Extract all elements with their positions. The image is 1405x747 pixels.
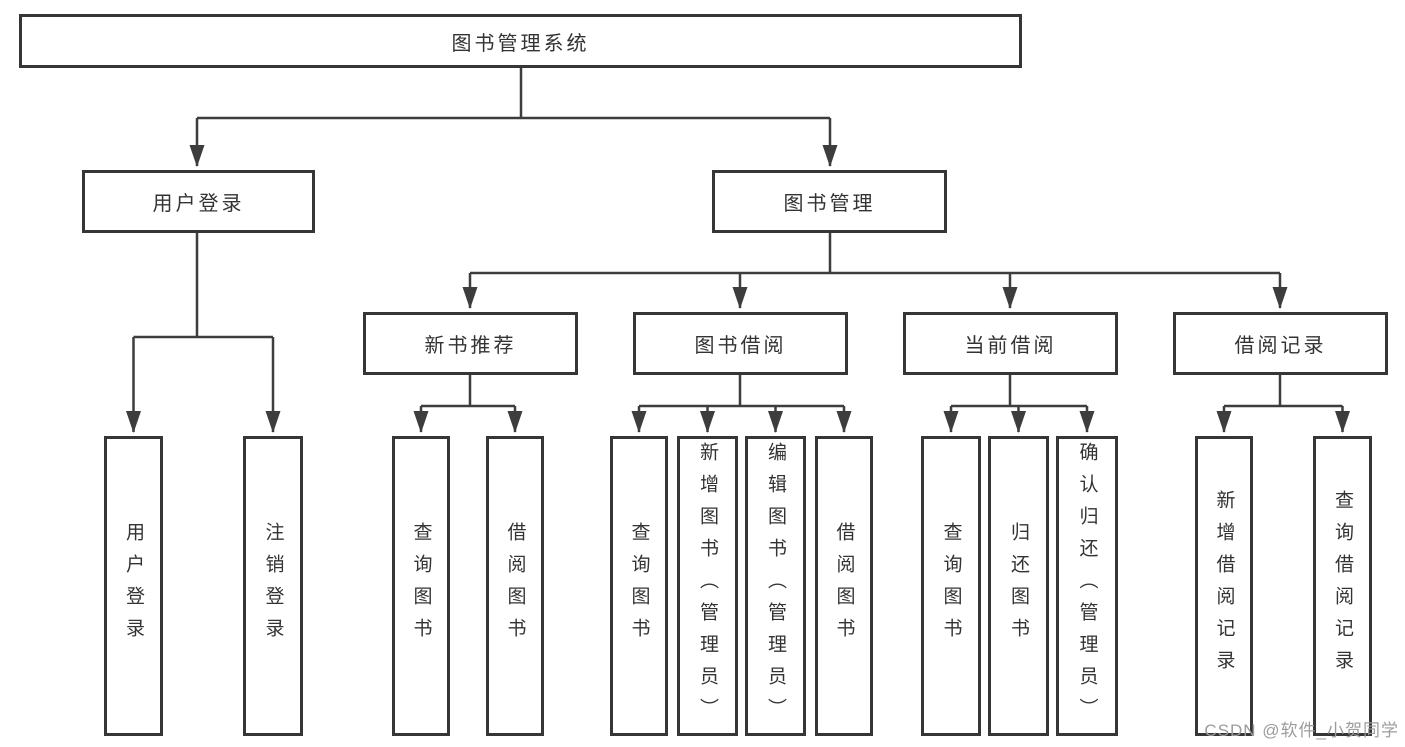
leaf-logout-login: 注销登录	[243, 436, 303, 736]
leaf-return-book: 归还图书	[988, 436, 1049, 736]
node-book-borrow-label: 图书借阅	[694, 335, 787, 357]
node-book-borrow: 图书借阅	[633, 312, 848, 375]
leaf-query-book-current: 查询图书	[921, 436, 981, 736]
node-borrow-records-label: 借阅记录	[1234, 335, 1327, 357]
leaf-add-borrow-record-label: 新增借阅记录	[1213, 490, 1235, 682]
leaf-confirm-return-admin-label: 确认归还（管理员）	[1076, 442, 1098, 730]
csdn-watermark: CSDN @软件_小贺同学	[1204, 721, 1399, 740]
node-user-login-label: 用户登录	[152, 193, 245, 215]
node-root-system: 图书管理系统	[19, 14, 1022, 68]
node-current-borrow: 当前借阅	[903, 312, 1118, 375]
leaf-user-login-label: 用户登录	[123, 522, 144, 650]
node-current-borrow-label: 当前借阅	[964, 335, 1057, 357]
leaf-edit-book-admin-label: 编辑图书（管理员）	[765, 442, 786, 730]
node-borrow-records: 借阅记录	[1173, 312, 1388, 375]
leaf-query-book-borrow-label: 查询图书	[628, 522, 650, 650]
leaf-add-book-admin: 新增图书（管理员）	[677, 436, 738, 736]
node-new-book-recommend-label: 新书推荐	[424, 335, 517, 357]
leaf-edit-book-admin: 编辑图书（管理员）	[745, 436, 806, 736]
node-book-management-label: 图书管理	[783, 193, 876, 215]
leaf-add-book-admin-label: 新增图书（管理员）	[697, 442, 718, 730]
node-user-login: 用户登录	[82, 170, 315, 233]
leaf-confirm-return-admin: 确认归还（管理员）	[1056, 436, 1118, 736]
leaf-query-book-current-label: 查询图书	[940, 522, 962, 650]
leaf-borrow-book: 借阅图书	[815, 436, 873, 736]
leaf-borrow-book-newbook: 借阅图书	[486, 436, 544, 736]
node-book-management: 图书管理	[712, 170, 947, 233]
leaf-query-book-borrow: 查询图书	[610, 436, 668, 736]
leaf-logout-login-label: 注销登录	[262, 522, 284, 650]
leaf-query-book-newbook-label: 查询图书	[410, 522, 432, 650]
node-root-label: 图书管理系统	[451, 32, 590, 55]
leaf-query-book-newbook: 查询图书	[392, 436, 450, 736]
leaf-add-borrow-record: 新增借阅记录	[1195, 436, 1253, 736]
leaf-query-borrow-record: 查询借阅记录	[1313, 436, 1372, 736]
leaf-borrow-book-newbook-label: 借阅图书	[504, 522, 526, 650]
leaf-user-login: 用户登录	[104, 436, 163, 736]
leaf-borrow-book-label: 借阅图书	[833, 522, 855, 650]
leaf-return-book-label: 归还图书	[1008, 522, 1029, 650]
leaf-query-borrow-record-label: 查询借阅记录	[1332, 490, 1353, 682]
node-new-book-recommend: 新书推荐	[363, 312, 578, 375]
